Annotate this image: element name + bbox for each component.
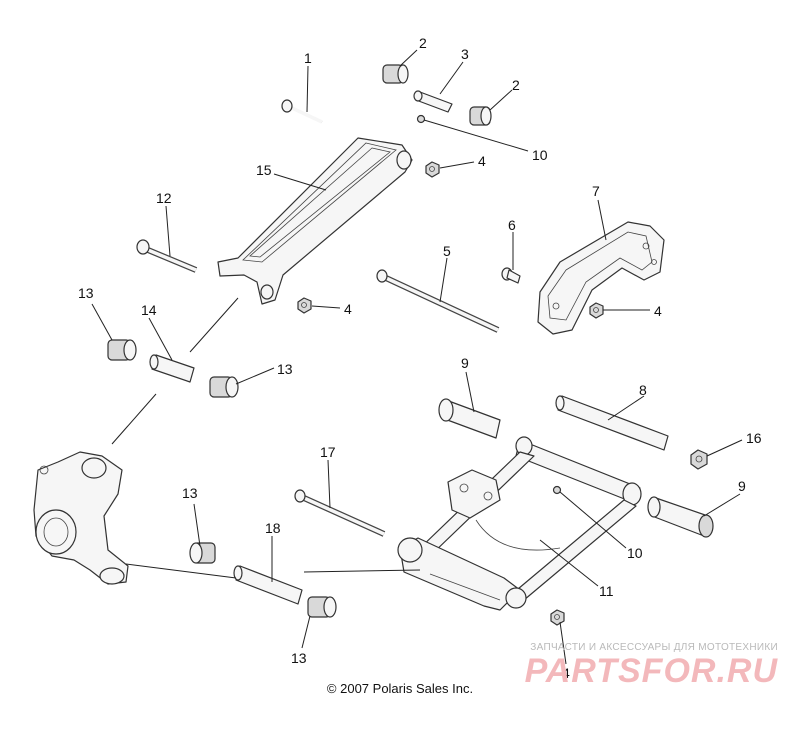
part-7-bracket xyxy=(537,221,665,335)
part-15-trailing-arm xyxy=(217,137,413,305)
part-10-fitting-lower xyxy=(552,485,562,495)
callout-11: 11 xyxy=(599,583,614,599)
callout-9-upper: 9 xyxy=(461,355,469,371)
callout-8: 8 xyxy=(639,382,647,398)
part-1-bolt xyxy=(281,99,323,124)
assembly-lines xyxy=(111,297,421,579)
watermark-logo: PARTSFOR.RU xyxy=(524,652,778,690)
callout-13-upper-left: 13 xyxy=(78,285,94,301)
part-11-swing-arm xyxy=(397,436,642,611)
part-4-nut-c xyxy=(589,302,604,319)
part-10-fitting-top xyxy=(416,114,426,124)
part-3-sleeve xyxy=(413,90,453,113)
callout-18: 18 xyxy=(265,520,281,536)
callout-10-top: 10 xyxy=(532,147,548,163)
watermark-caption: ЗАПЧАСТИ И АКСЕССУАРЫ ДЛЯ МОТОТЕХНИКИ xyxy=(530,642,778,653)
part-4-nut-a xyxy=(425,161,440,178)
spindle-knuckle xyxy=(33,451,129,585)
part-2-bushing-left xyxy=(382,64,409,84)
callout-7: 7 xyxy=(592,183,600,199)
part-2-bushing-right xyxy=(469,106,492,126)
callout-4-middle: 4 xyxy=(344,301,352,317)
callout-2-top-left: 2 xyxy=(419,35,427,51)
callout-6: 6 xyxy=(508,217,516,233)
part-12-bolt xyxy=(136,239,198,273)
callout-14: 14 xyxy=(141,302,157,318)
callout-10-lower: 10 xyxy=(627,545,643,561)
callout-12: 12 xyxy=(156,190,172,206)
callout-4-right: 4 xyxy=(654,303,662,319)
part-6-bolt xyxy=(501,267,521,284)
callout-17: 17 xyxy=(320,444,336,460)
callout-13-upper-right: 13 xyxy=(277,361,293,377)
callout-leaders xyxy=(91,49,743,665)
part-8-sleeve xyxy=(555,395,669,451)
callout-4-bottom: 4 xyxy=(562,665,570,681)
callout-1: 1 xyxy=(304,50,312,66)
callout-3: 3 xyxy=(461,46,469,62)
callout-labels: 1 2 3 2 10 15 4 7 12 6 5 13 14 4 4 13 9 … xyxy=(78,35,762,681)
part-18-sleeve xyxy=(233,565,303,605)
part-14-sleeve xyxy=(149,354,195,383)
part-13-bushing-b xyxy=(209,376,239,398)
part-17-bolt xyxy=(294,489,386,537)
part-13-bushing-d xyxy=(307,596,337,618)
callout-5: 5 xyxy=(443,243,451,259)
part-16-nut xyxy=(690,449,708,470)
part-9-bushing-upper xyxy=(438,398,501,439)
part-4-nut-b xyxy=(297,297,312,314)
part-5-long-bolt xyxy=(376,269,500,333)
callout-2-top-right: 2 xyxy=(512,77,520,93)
callout-13-lower-right: 13 xyxy=(291,650,307,666)
part-4-nut-d xyxy=(550,609,565,626)
callout-4-top: 4 xyxy=(478,153,486,169)
callout-15: 15 xyxy=(256,162,272,178)
copyright-notice: © 2007 Polaris Sales Inc. xyxy=(326,681,474,696)
part-13-bushing-c xyxy=(189,542,216,564)
part-9-bushing-lower xyxy=(647,496,714,538)
part-13-bushing-a xyxy=(107,339,137,361)
callout-16: 16 xyxy=(746,430,762,446)
callout-13-lower-left: 13 xyxy=(182,485,198,501)
callout-9-lower: 9 xyxy=(738,478,746,494)
